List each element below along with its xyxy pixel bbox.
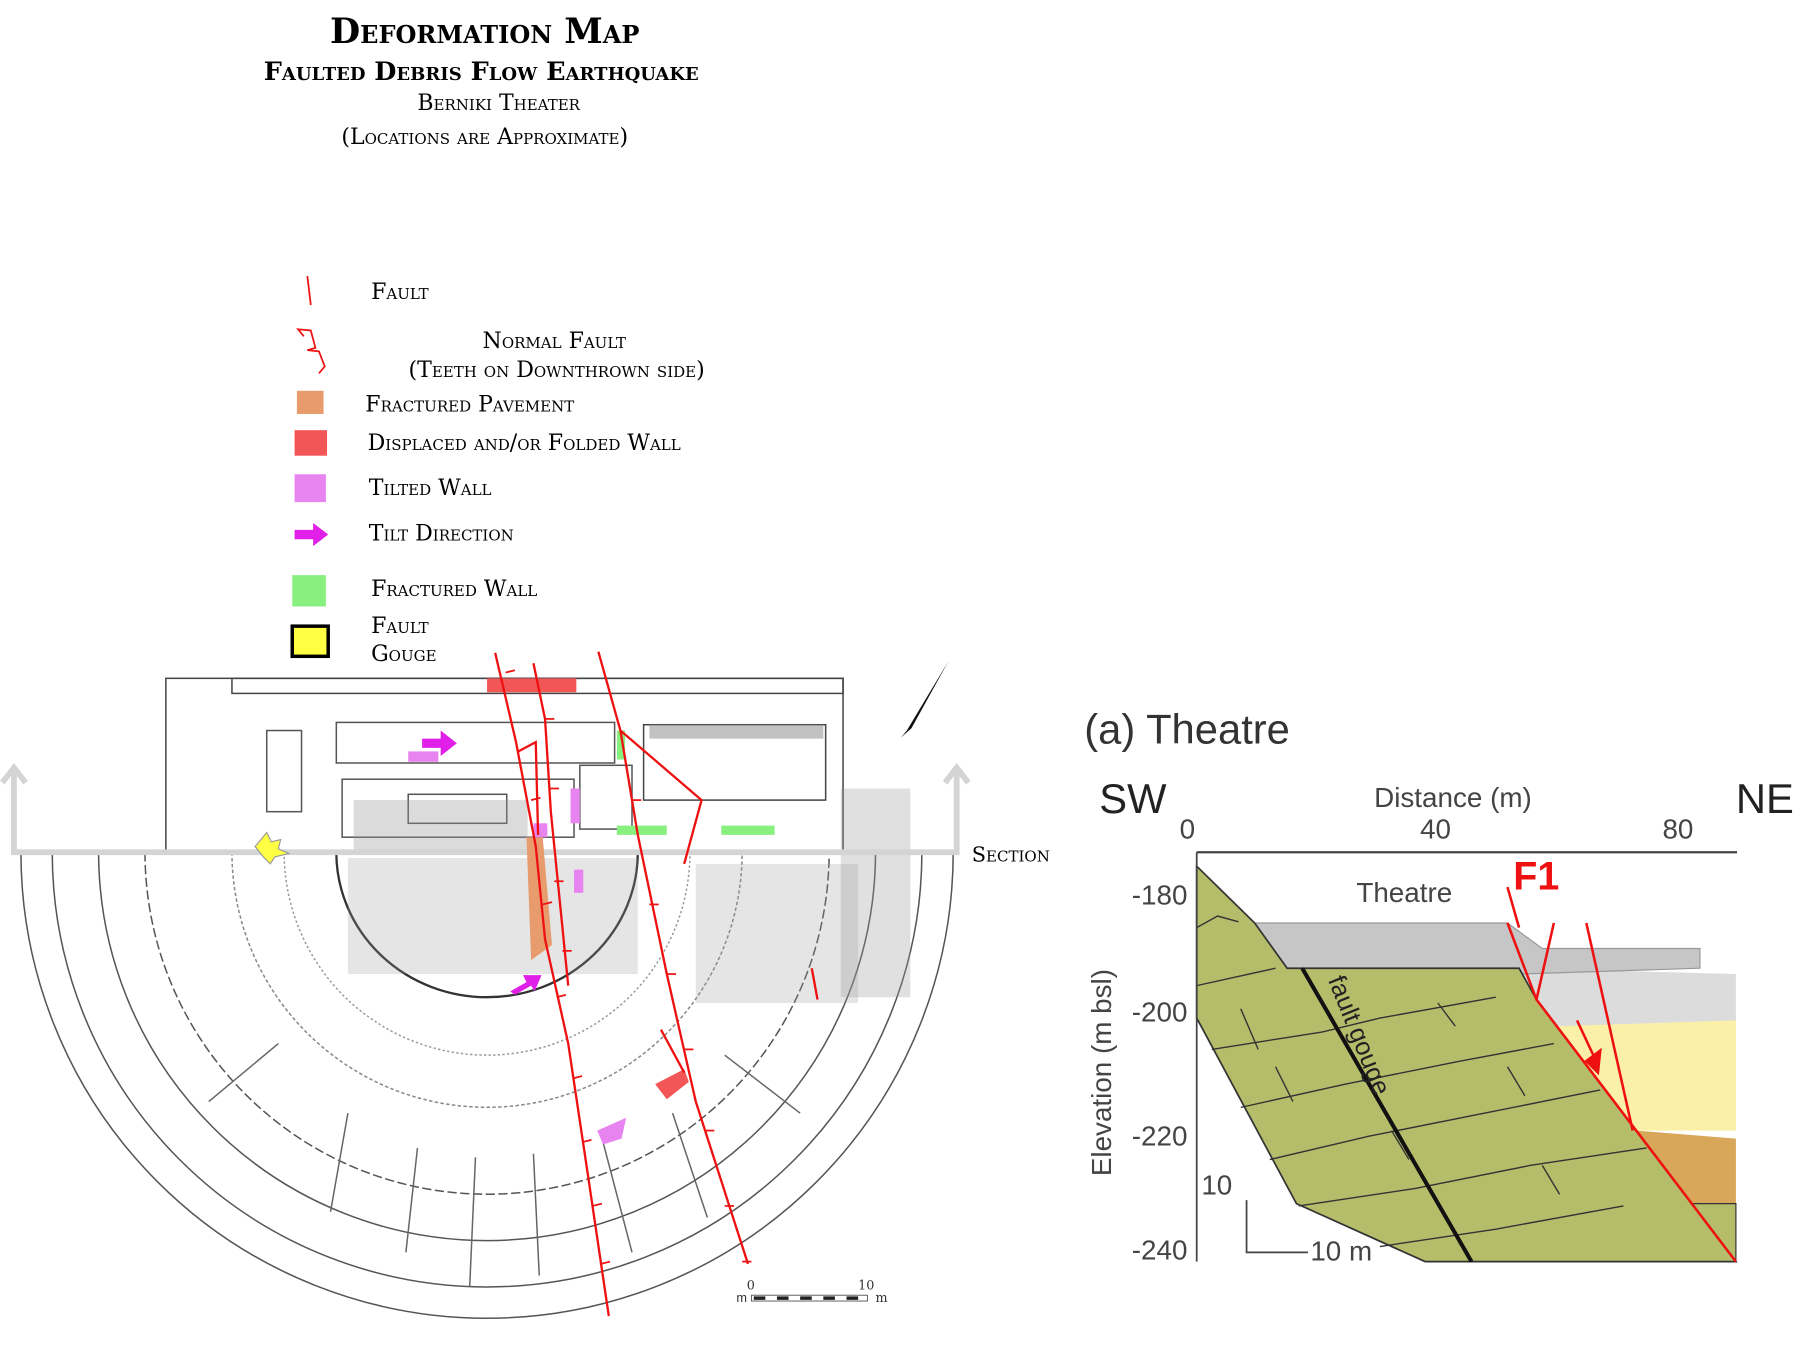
orchestra (335, 852, 639, 999)
map-scale-bar: m 0 10 m (736, 1278, 887, 1306)
fault (619, 729, 703, 865)
displaced-wall (487, 678, 577, 693)
tilted-wall (597, 1117, 627, 1145)
theater-plan (20, 677, 954, 1320)
fault-gouge (254, 831, 291, 865)
legend: Fault Normal Fault (Teeth on Downthrown … (290, 275, 705, 667)
legend-normal-fault-label: Normal Fault (483, 329, 627, 354)
sw-label: SW (1099, 775, 1167, 822)
tilted-wall-swatch (294, 474, 326, 503)
scale-start: 0 (747, 1278, 755, 1293)
x-tick-0: 0 (1180, 813, 1195, 844)
fault-teeth (505, 669, 752, 1265)
legend-tilt-direction-label: Tilt Direction (369, 521, 514, 546)
legend-fractured-pavement-label: Fractured Pavement (365, 393, 574, 418)
legend-tilted-wall-label: Tilted Wall (369, 476, 492, 501)
normal-fault (532, 663, 570, 986)
location-note: (Locations are Approximate) (341, 125, 628, 150)
scale-unit: m (876, 1291, 888, 1306)
outer-wall (20, 852, 954, 1320)
gravel-layer (1519, 968, 1736, 1027)
normal-fault (517, 740, 540, 835)
fractured-wall (616, 730, 626, 760)
cross-section: (a) Theatre SW NE Distance (m) 0 40 80 -… (1084, 705, 1794, 1266)
y-tick: -180 (1132, 879, 1188, 910)
scale-vertical-label: 10 (1201, 1169, 1232, 1200)
ne-label: NE (1736, 775, 1794, 822)
section-scale-bar (1245, 1200, 1309, 1254)
normal-fault-icon (296, 328, 326, 374)
fractured-wall (616, 825, 667, 835)
scale-end: 10 (858, 1278, 874, 1293)
y-tick: -200 (1132, 997, 1188, 1028)
theatre-label: Theatre (1356, 877, 1452, 908)
map-title: Deformation Map (330, 11, 639, 52)
fault-line-icon (306, 275, 312, 306)
legend-fault-gouge-label2: Gouge (371, 642, 436, 667)
fault-f1 (1506, 886, 1737, 1263)
fractured-pavement-swatch (296, 390, 324, 414)
tilt-arrow-icon (294, 522, 329, 547)
fractured-wall-swatch (292, 575, 326, 607)
fault-gouge-line (1300, 967, 1474, 1263)
deformation-features (254, 678, 775, 1145)
x-tick-80: 80 (1662, 813, 1693, 844)
y-tick: -240 (1132, 1234, 1188, 1265)
fault (659, 1029, 686, 1074)
tilted-wall (574, 869, 584, 893)
theatre-foundation (1253, 922, 1701, 975)
tilt-arrow-icon (422, 730, 457, 757)
north-arrow-icon (901, 660, 949, 738)
normal-fault (494, 652, 610, 1317)
clay-layer (1636, 1130, 1736, 1204)
displaced-wall-swatch (294, 430, 328, 456)
x-axis-label: Distance (m) (1374, 782, 1532, 813)
site-name: Berniki Theater (417, 91, 580, 116)
displaced-wall (655, 1069, 689, 1100)
fault-gouge-swatch (290, 624, 330, 659)
scale-horizontal-label: 10 m (1310, 1235, 1372, 1266)
section-line (0, 762, 971, 856)
scale-prefix: m (736, 1290, 747, 1305)
map-subtitle: Faulted Debris Flow Earthquake (264, 57, 699, 87)
legend-fault-gouge-label: Fault (371, 614, 429, 639)
y-tick: -220 (1132, 1121, 1188, 1152)
tilt-arrow-icon (510, 975, 542, 995)
faults (494, 651, 819, 1317)
legend-displaced-wall-label: Displaced and/or Folded Wall (368, 431, 681, 456)
y-axis-label: Elevation (m bsl) (1086, 969, 1117, 1176)
legend-normal-fault-note: (Teeth on Downthrown side) (409, 358, 705, 383)
tilted-wall (570, 788, 580, 824)
tilted-wall (408, 751, 439, 762)
legend-fault-label: Fault (371, 280, 429, 305)
fractured-wall (721, 825, 775, 835)
tilted-wall (533, 823, 548, 838)
sand-layer (1553, 1020, 1736, 1131)
cross-section-title: (a) Theatre (1084, 705, 1290, 752)
fault (810, 968, 819, 1000)
fault-f1-label: F1 (1513, 854, 1559, 898)
section-label: Section (972, 843, 1050, 867)
legend-fractured-wall-label: Fractured Wall (371, 577, 537, 602)
x-tick-40: 40 (1420, 813, 1451, 844)
fractured-pavement (526, 837, 552, 961)
